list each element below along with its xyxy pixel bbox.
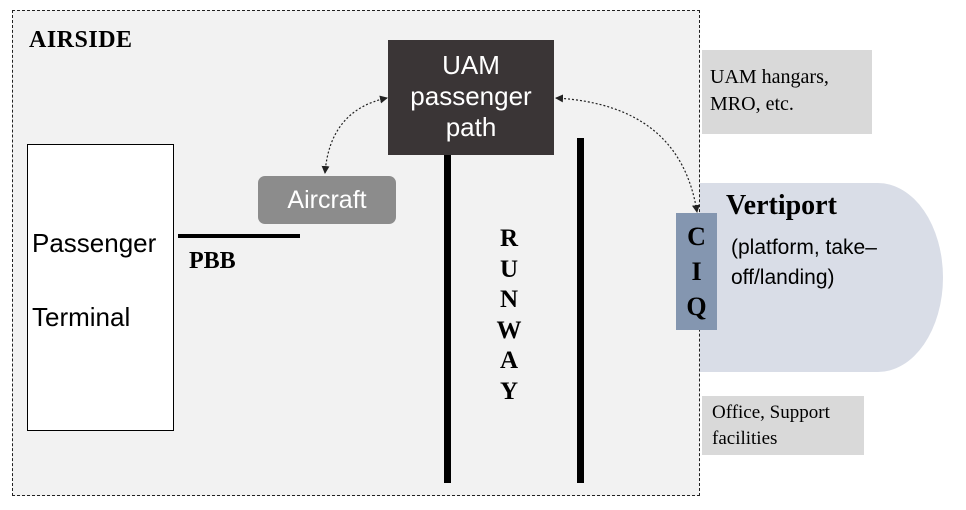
terminal-label-line1: Passenger bbox=[32, 228, 157, 258]
uam-path-line2: passenger bbox=[410, 81, 532, 111]
runway-left-edge bbox=[444, 155, 451, 483]
hangars-line1: UAM hangars, bbox=[710, 66, 829, 88]
runway-right-edge bbox=[577, 138, 584, 483]
airside-label: AIRSIDE bbox=[29, 27, 133, 53]
vertiport-description: (platform, take– off/landing) bbox=[731, 233, 877, 293]
vertiport-title: Vertiport bbox=[726, 190, 837, 221]
runway-letter: A bbox=[499, 347, 519, 374]
uam-passenger-path-box: UAM passenger path bbox=[388, 40, 554, 155]
runway-label: R U N W A Y bbox=[492, 224, 526, 407]
vertiport-desc-line2: off/landing) bbox=[731, 266, 835, 289]
runway-letter: W bbox=[496, 316, 522, 344]
terminal-label-line2: Terminal bbox=[32, 302, 131, 332]
runway-letter: U bbox=[499, 255, 519, 283]
pbb-label: PBB bbox=[189, 248, 236, 274]
office-line1: Office, Support bbox=[712, 402, 830, 423]
pbb-bridge-line bbox=[178, 234, 300, 238]
hangars-line2: MRO, etc. bbox=[710, 93, 794, 115]
office-support-box: Office, Support facilities bbox=[702, 396, 864, 455]
vertiport-desc-line1: (platform, take– bbox=[731, 236, 877, 259]
ciq-letter: C bbox=[687, 222, 706, 251]
vertiport-area bbox=[700, 183, 878, 372]
arrow-uam-to-aircraft bbox=[321, 95, 388, 174]
passenger-terminal-box bbox=[27, 144, 174, 431]
runway-letter: R bbox=[499, 225, 519, 252]
uam-path-line3: path bbox=[445, 112, 497, 142]
runway-letter: Y bbox=[499, 377, 519, 405]
ciq-letter: I bbox=[691, 257, 702, 286]
aircraft-box: Aircraft bbox=[258, 176, 396, 224]
uam-hangars-box: UAM hangars, MRO, etc. bbox=[702, 50, 872, 134]
ciq-letter: Q bbox=[686, 292, 707, 321]
arrow-uam-to-ciq bbox=[555, 94, 700, 213]
office-line2: facilities bbox=[712, 428, 778, 449]
ciq-box: C I Q bbox=[676, 213, 717, 330]
runway-letter: N bbox=[499, 286, 519, 313]
uam-path-line1: UAM bbox=[442, 50, 500, 80]
